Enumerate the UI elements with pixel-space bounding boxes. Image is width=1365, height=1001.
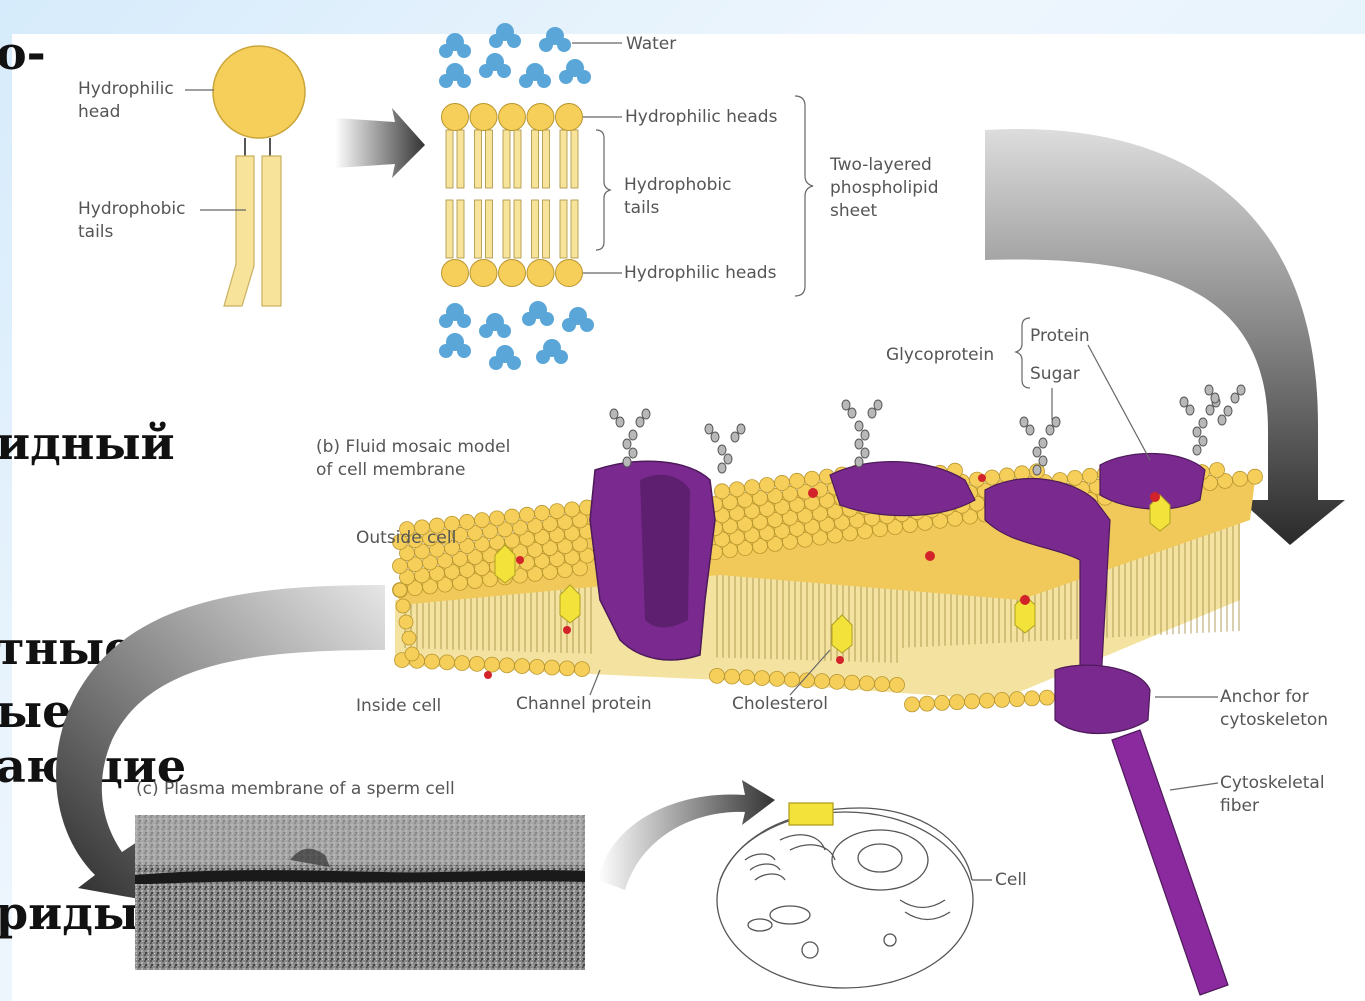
lipid-head xyxy=(470,104,497,131)
label-anchor-cytoskeleton: Anchor for cytoskeleton xyxy=(1220,686,1328,732)
lipid-head xyxy=(499,104,526,131)
water-molecules-bottom xyxy=(439,301,594,370)
phospholipid-bilayer xyxy=(442,104,583,287)
sugar-chain-icon xyxy=(705,424,745,473)
lipid-head xyxy=(499,260,526,287)
label-inside-cell: Inside cell xyxy=(356,695,441,718)
label-protein: Protein xyxy=(1030,325,1090,348)
lipid-head xyxy=(442,260,469,287)
water-molecule-icon xyxy=(479,313,511,338)
label-fluid-mosaic: (b) Fluid mosaic model of cell membrane xyxy=(316,436,510,482)
label-cell: Cell xyxy=(995,869,1027,892)
sperm-membrane-micrograph xyxy=(135,815,585,970)
label-hydrophobic-tails: Hydrophobic tails xyxy=(78,198,185,244)
water-molecule-icon xyxy=(439,303,471,328)
label-two-layered-sheet: Two-layered phospholipid sheet xyxy=(830,154,939,223)
label-hydrophilic-heads-top: Hydrophilic heads xyxy=(625,106,777,129)
sugar-chain-icon xyxy=(610,409,650,467)
water-molecule-icon xyxy=(489,23,521,48)
brace-glycoprotein xyxy=(1016,318,1030,388)
water-molecule-icon xyxy=(562,307,594,332)
water-molecule-icon xyxy=(539,27,571,52)
sugar-chain-icon xyxy=(1180,397,1220,455)
lipid-head xyxy=(470,260,497,287)
phospholipid-molecule xyxy=(185,46,305,306)
sugar-chain-icon xyxy=(842,400,882,467)
lipid-head xyxy=(556,104,583,131)
water-molecule-icon xyxy=(439,333,471,358)
label-glycoprotein: Glycoprotein xyxy=(886,344,994,367)
water-molecule-icon xyxy=(522,301,554,326)
lipid-head xyxy=(527,260,554,287)
water-molecule-icon xyxy=(479,53,511,78)
anchor-protein-shape xyxy=(1055,665,1150,733)
brace-sheet xyxy=(795,96,813,296)
label-sugar: Sugar xyxy=(1030,363,1080,386)
water-molecule-icon xyxy=(489,345,521,370)
lipid-head xyxy=(527,104,554,131)
lipid-head xyxy=(442,104,469,131)
cytoskeletal-fiber-shape xyxy=(1112,730,1228,995)
label-hydrophilic-head: Hydrophilic head xyxy=(78,78,174,124)
label-plasma-membrane: (c) Plasma membrane of a sperm cell xyxy=(136,778,455,801)
water-molecule-icon xyxy=(536,339,568,364)
lipid-head xyxy=(556,260,583,287)
label-cholesterol: Cholesterol xyxy=(732,693,828,716)
label-cytoskeletal-fiber: Cytoskeletal fiber xyxy=(1220,772,1325,818)
arrow-right-icon xyxy=(335,108,425,178)
label-hydrophilic-heads-bottom: Hydrophilic heads xyxy=(624,262,776,285)
label-hydrophobic-tails-mid: Hydrophobic tails xyxy=(624,174,731,220)
sugar-chain-icon xyxy=(1020,417,1060,475)
water-molecule-icon xyxy=(519,63,551,88)
water-molecule-icon xyxy=(559,59,591,84)
brace-tails xyxy=(596,130,610,250)
label-water: Water xyxy=(626,33,676,56)
water-molecules-top xyxy=(439,23,591,88)
cell-illustration xyxy=(717,803,992,988)
water-molecule-icon xyxy=(439,63,471,88)
label-channel-protein: Channel protein xyxy=(516,693,652,716)
water-molecule-icon xyxy=(439,33,471,58)
label-outside-cell: Outside cell xyxy=(356,527,456,550)
